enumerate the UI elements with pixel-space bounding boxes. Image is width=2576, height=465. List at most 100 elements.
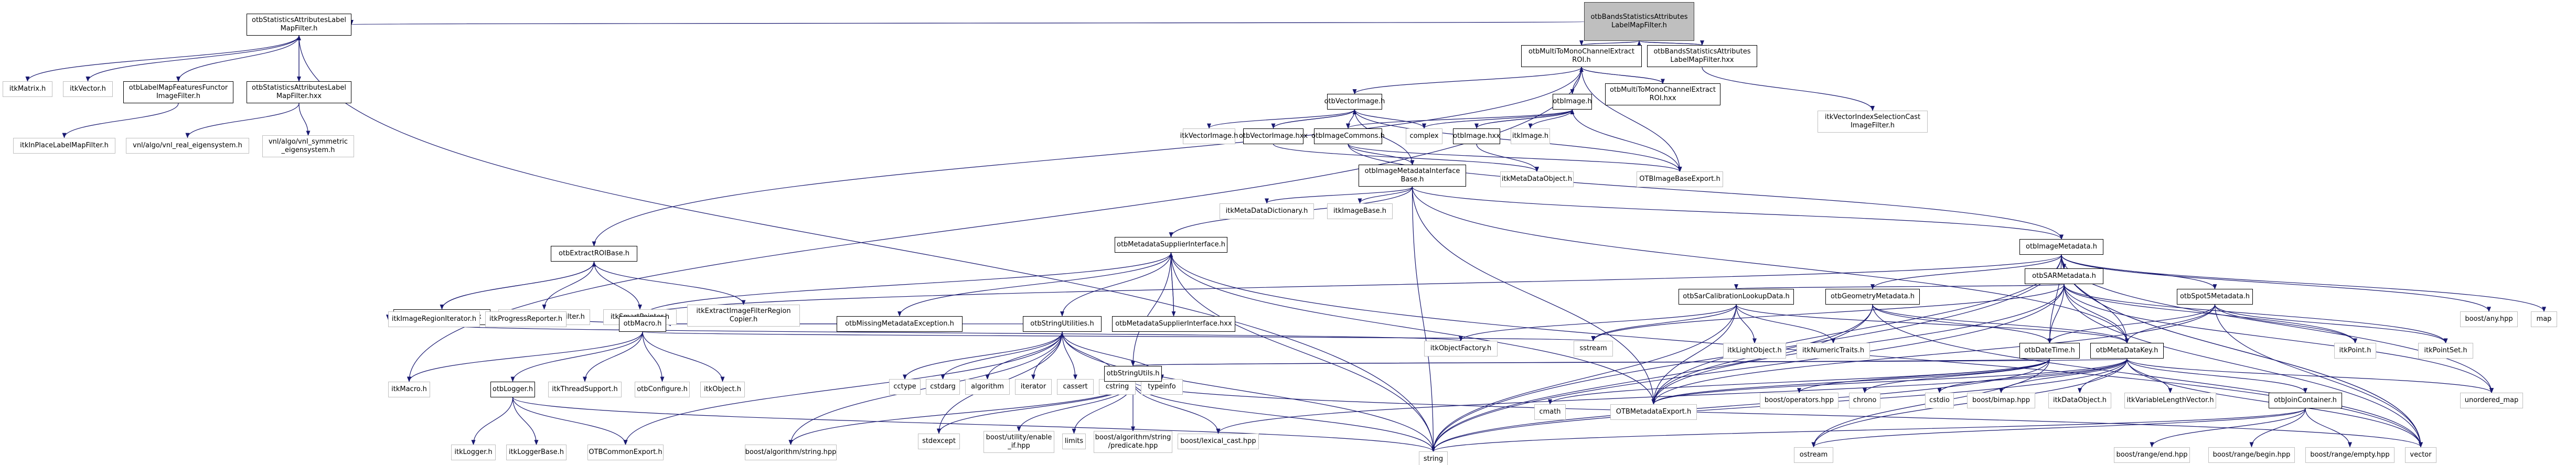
node-m2m-hxx[interactable]: otbMultiToMonoChannelExtract ROI.hxx: [1605, 83, 1720, 106]
edge-mdKey-to-boostBimap: [1999, 359, 2128, 394]
node-map: map: [2531, 311, 2557, 328]
edge-mdsi-to-otbMacro: [640, 253, 1172, 317]
edge-dateTime-to-cmath: [1548, 359, 2050, 405]
node-date-time[interactable]: otbDateTime.h: [2019, 343, 2080, 359]
node-root[interactable]: otbBandsStatisticsAttributes LabelMapFil…: [1584, 2, 1694, 41]
node-str-utils[interactable]: otbStringUtils.h: [1104, 365, 1162, 382]
node-otb-m-d-exp: OTBMetadataExport.h: [1610, 404, 1697, 420]
edge-joinCont-to-ostream: [1811, 408, 2306, 448]
edge-sarMD-to-mdKey: [2064, 284, 2129, 344]
node-lmff[interactable]: otbLabelMapFeaturesFunctor ImageFilter.h: [123, 81, 233, 103]
node-unordered-map: unordered_map: [2460, 393, 2523, 409]
edge-otbLogger-to-itkLogger: [471, 397, 514, 446]
edge-imgMD-to-otbMDExp: [1651, 255, 2062, 405]
node-boost-alg-str: boost/algorithm/string.hpp: [745, 445, 837, 461]
edge-otbLogger-to-itkLoggerBase: [512, 397, 539, 446]
node-limits: limits: [1062, 433, 1086, 449]
edge-sarMD-to-vector: [2064, 284, 2423, 448]
node-itk-num-traits: itkNumericTraits.h: [1797, 343, 1870, 359]
edge-m2m-to-extractROI: [592, 67, 1582, 247]
edge-otbMacro-to-itkThread: [583, 331, 643, 382]
edge-sarCal-to-string: [1431, 305, 1737, 452]
edge-imgCommons-to-imiBase: [1348, 144, 1415, 166]
node-vnl-sym: vnl/algo/vnl_symmetric _eigensystem.h: [262, 135, 354, 158]
edge-img-to-complex: [1422, 109, 1573, 129]
node-bsalmf-hxx[interactable]: otbBandsStatisticsAttributes LabelMapFil…: [1647, 45, 1757, 68]
node-cstring: cstring: [1099, 379, 1136, 395]
edge-imiBase-to-itkImageBase: [1358, 187, 1413, 204]
node-spot5-m-d[interactable]: otbSpot5Metadata.h: [2177, 289, 2253, 305]
node-missing-m-d[interactable]: otbMissingMetadataException.h: [837, 316, 963, 332]
node-img[interactable]: otbImage.h: [1553, 94, 1592, 110]
node-sstream: sstream: [1574, 341, 1613, 357]
node-chrono: chrono: [1849, 393, 1880, 409]
node-cstdarg: cstdarg: [926, 379, 960, 395]
node-m2m[interactable]: otbMultiToMonoChannelExtract ROI.h: [1521, 45, 1642, 68]
node-boost-range-begin: boost/range/begin.hpp: [2208, 447, 2295, 463]
edge-otbMacro-to-itkObject: [642, 331, 725, 382]
node-itk-v-l-v: itkVariableLengthVector.h: [2124, 393, 2216, 409]
edge-m2m-to-itkMacro: [407, 67, 1582, 382]
node-img-hxx[interactable]: otbImage.hxx: [1453, 128, 1500, 144]
edge-dateTime-to-chrono: [1863, 359, 2050, 394]
node-otb-logger[interactable]: otbLogger.h: [490, 381, 535, 397]
edge-imgMD-to-unorderedMap: [2061, 255, 2494, 394]
edge-otbLogger-to-otbCommonExp: [512, 397, 628, 446]
node-img-m-d[interactable]: otbImageMetadata.h: [2019, 239, 2103, 255]
edge-bsalmf_hxx-to-itkVISC: [1702, 67, 1875, 111]
edge-vecImg_hxx-to-itkMDO: [1273, 144, 1539, 172]
edge-extractROI-to-itkEIFRC: [593, 262, 746, 306]
edge-strUtils-to-vector: [1132, 381, 2423, 448]
node-img-commons[interactable]: otbImageCommons.h: [1311, 128, 1385, 144]
node-salmf[interactable]: otbStatisticsAttributesLabel MapFilter.h: [247, 13, 351, 36]
node-join-cont[interactable]: otbJoinContainer.h: [2269, 393, 2342, 409]
edge-m2m-to-vecImg: [1352, 67, 1582, 95]
edge-geomMD-to-dateTime: [1872, 305, 2052, 344]
edge-m2m_hxx-to-m2m: [1579, 67, 1663, 84]
edge-salmf-to-itkMatrix: [25, 35, 300, 82]
edge-otbMacro-to-itkMacro: [407, 331, 643, 382]
edge-mdsi-to-string: [1170, 253, 1436, 452]
edge-img-to-otbImgBaseExp: [1572, 110, 1682, 172]
edge-imiBase-to-itkMDD: [1265, 186, 1413, 204]
node-geom-m-d[interactable]: otbGeometryMetadata.h: [1825, 289, 1920, 305]
node-itk-prog-rep: itkProgressReporter.h: [485, 311, 566, 328]
edge-mdsi_hxx-to-mdsi: [1169, 252, 1174, 316]
edge-sarCal-to-sstream: [1591, 305, 1737, 342]
edge-mdKey-to-strUtils: [1132, 358, 2128, 366]
node-md-key[interactable]: otbMetaDataKey.h: [2090, 343, 2164, 359]
edge-sarMD-to-dateTime: [2047, 284, 2065, 344]
node-sar-m-d[interactable]: otbSARMetadata.h: [2025, 268, 2103, 285]
node-vec-img-hxx[interactable]: otbVectorImage.hxx: [1239, 128, 1308, 144]
edge-img-to-itkImage: [1528, 109, 1573, 129]
node-imi-base[interactable]: otbImageMetadataInterface Base.h: [1359, 165, 1466, 187]
node-otb-configure: otbConfigure.h: [635, 381, 690, 397]
edge-spot5MD-to-mdKey: [2125, 305, 2216, 344]
edge-sarMD-to-unorderedMap: [2064, 284, 2494, 394]
edge-joinCont-to-boostRangeEnd: [2150, 408, 2306, 448]
node-sar-cal[interactable]: otbSarCalibrationLookupData.h: [1679, 289, 1794, 305]
node-str-utilities[interactable]: otbStringUtilities.h: [1023, 316, 1102, 332]
edge-extractROI_hxx-to-extractROI: [441, 261, 596, 309]
node-itk-i-r-i: itkImageRegionIterator.h: [388, 311, 480, 328]
node-mdsi-hxx[interactable]: otbMetadataSupplierInterface.hxx: [1112, 316, 1235, 332]
node-otb-macro[interactable]: otbMacro.h: [619, 316, 666, 332]
edge-strUtilities-to-cassert: [1062, 331, 1077, 380]
node-mdsi[interactable]: otbMetadataSupplierInterface.h: [1115, 237, 1227, 253]
node-boost-range-end: boost/range/end.hpp: [2114, 447, 2190, 463]
edge-imgMD-to-geomMD: [1870, 255, 2062, 290]
edge-vecImg-to-complex: [1354, 109, 1426, 129]
edge-spot5MD-to-dateTime: [2047, 305, 2216, 344]
node-boost-ops: boost/operators.hpp: [1760, 393, 1839, 409]
node-salmf-hxx[interactable]: otbStatisticsAttributesLabel MapFilter.h…: [247, 81, 351, 103]
node-vec-img[interactable]: otbVectorImage.h: [1324, 94, 1385, 110]
node-itk-vec-img: itkVectorImage.h: [1180, 128, 1238, 144]
edge-strUtilities-to-string: [1062, 331, 1436, 452]
node-itk-e-i-f-r-c: itkExtractImageFilterRegion Copier.h: [687, 305, 800, 327]
edge-m2m-to-otbImgBaseExp: [1581, 67, 1682, 172]
edge-imgMD-to-otbMacro: [640, 254, 2062, 317]
node-extract-r-o-i[interactable]: otbExtractROIBase.h: [551, 246, 637, 262]
edge-strUtils-to-boostLexCast: [1132, 381, 1221, 434]
